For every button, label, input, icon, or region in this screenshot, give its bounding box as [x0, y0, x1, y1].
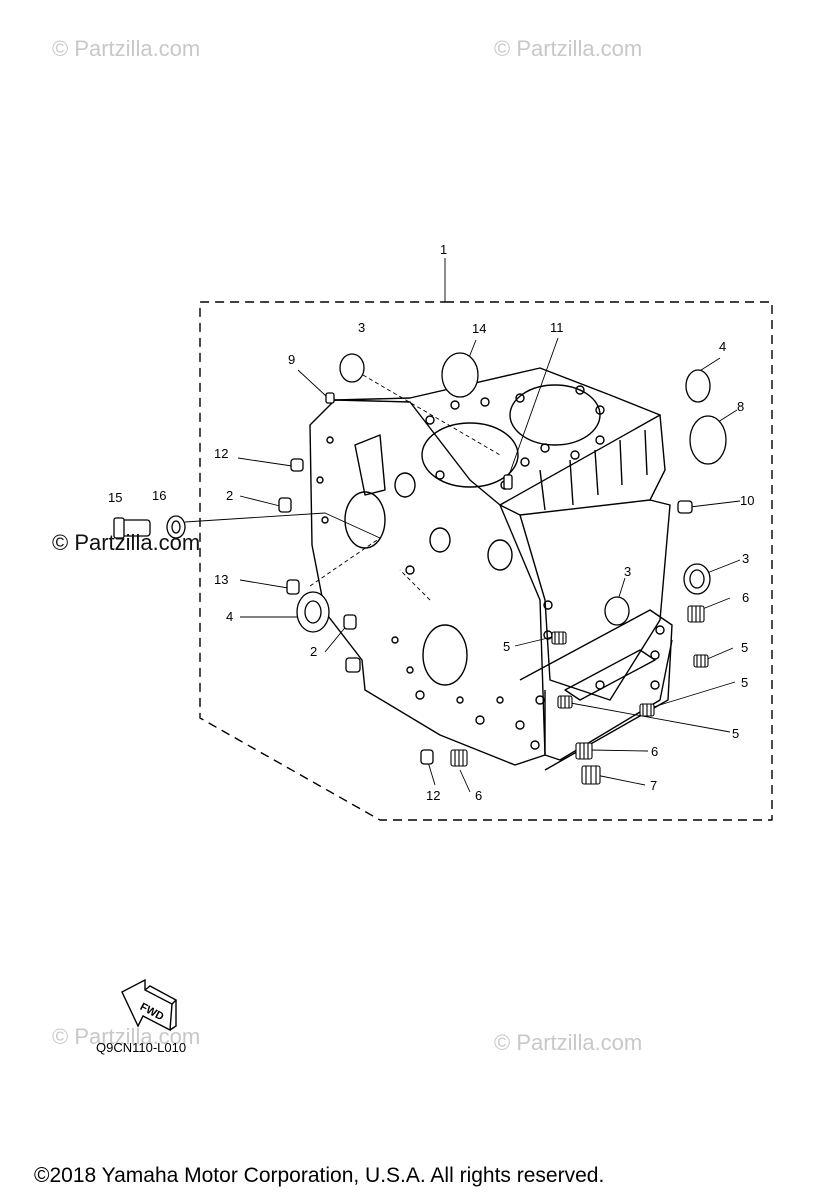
callout-16: 16: [152, 488, 166, 503]
assembly-boundary: [199, 301, 773, 821]
copyright-notice: ©2018 Yamaha Motor Corporation, U.S.A. A…: [34, 1164, 605, 1187]
callout-8: 8: [737, 399, 744, 414]
dowel-12-upper: [290, 458, 304, 472]
threaded-plug-6-c: [450, 749, 468, 767]
callout-5: 5: [503, 639, 510, 654]
pin-11: [503, 474, 513, 490]
plug-4-top: [685, 369, 711, 403]
callout-11: 11: [550, 320, 564, 335]
callout-6: 6: [475, 788, 482, 803]
cylinder-bore-2: [509, 384, 601, 446]
watermark-bottom-left: © Partzilla.com: [52, 1024, 201, 1049]
plug-3-middle: [604, 596, 630, 626]
front-face-holes: [316, 436, 665, 750]
block-top-deck: [334, 367, 661, 506]
threaded-plug-5-a: [551, 631, 567, 645]
callout-5: 5: [741, 640, 748, 655]
callout-6: 6: [742, 590, 749, 605]
callout-4: 4: [719, 339, 726, 354]
callout-10: 10: [740, 493, 754, 508]
cylinder-bore-1: [421, 422, 519, 488]
callout-3: 3: [742, 551, 749, 566]
callout-3: 3: [358, 320, 365, 335]
block-front-face: [309, 399, 546, 766]
threaded-plug-5-d: [557, 695, 573, 709]
dowel-13: [286, 579, 300, 595]
fwd-arrow-icon: [121, 978, 178, 1032]
plug-14: [441, 352, 479, 398]
plug-3-top: [339, 353, 365, 383]
threaded-plug-5-b: [693, 654, 709, 668]
dowel-10: [677, 500, 693, 514]
dowel-9: [325, 392, 335, 404]
water-jacket-ribs: [539, 429, 648, 511]
callout-5: 5: [732, 726, 739, 741]
callout-9: 9: [288, 352, 295, 367]
callout-12: 12: [214, 446, 228, 461]
watermark-bottom-right: © Partzilla.com: [494, 1030, 643, 1055]
callout-13: 13: [214, 572, 228, 587]
camshaft-bore: [344, 491, 386, 549]
callout-12: 12: [426, 788, 440, 803]
diagram-code: Q9CN110-L010: [96, 1040, 187, 1055]
callout-5: 5: [741, 675, 748, 690]
callout-3: 3: [624, 564, 631, 579]
callout-14: 14: [472, 321, 486, 336]
watermark-top-right: © Partzilla.com: [494, 36, 643, 61]
callout-2: 2: [226, 488, 233, 503]
crank-bore: [422, 624, 468, 686]
threaded-plug-5-c: [639, 703, 655, 717]
watermark-mid-left: © Partzilla.com: [52, 530, 201, 555]
threaded-plug-6-a: [687, 605, 705, 623]
plug-8: [689, 415, 727, 465]
callout-1: 1: [440, 242, 447, 257]
callout-15: 15: [108, 490, 122, 505]
callout-2: 2: [310, 644, 317, 659]
threaded-plug-6-b: [575, 742, 593, 760]
dowel-2-lower-b: [345, 657, 361, 673]
dowel-12-lower: [420, 749, 434, 765]
watermark-top-left: © Partzilla.com: [52, 36, 201, 61]
dowel-2-upper: [278, 497, 292, 513]
threaded-plug-7: [581, 765, 601, 785]
callout-6: 6: [651, 744, 658, 759]
dowel-2-lower-a: [343, 614, 357, 630]
callout-4: 4: [226, 609, 233, 624]
leader-lines: [184, 258, 741, 793]
oil-pan-flange: [519, 609, 673, 771]
callout-7: 7: [650, 778, 657, 793]
